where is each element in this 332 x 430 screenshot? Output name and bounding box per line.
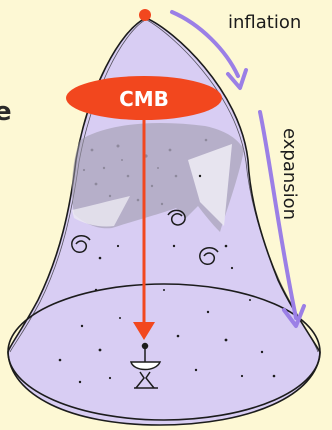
cmb-label: CMB [119, 87, 169, 111]
expansion-label: expansion [279, 128, 300, 220]
origin-dot-icon [139, 9, 151, 21]
inflation-label: inflation [228, 12, 301, 33]
edge-text-fragment: e [0, 97, 12, 127]
